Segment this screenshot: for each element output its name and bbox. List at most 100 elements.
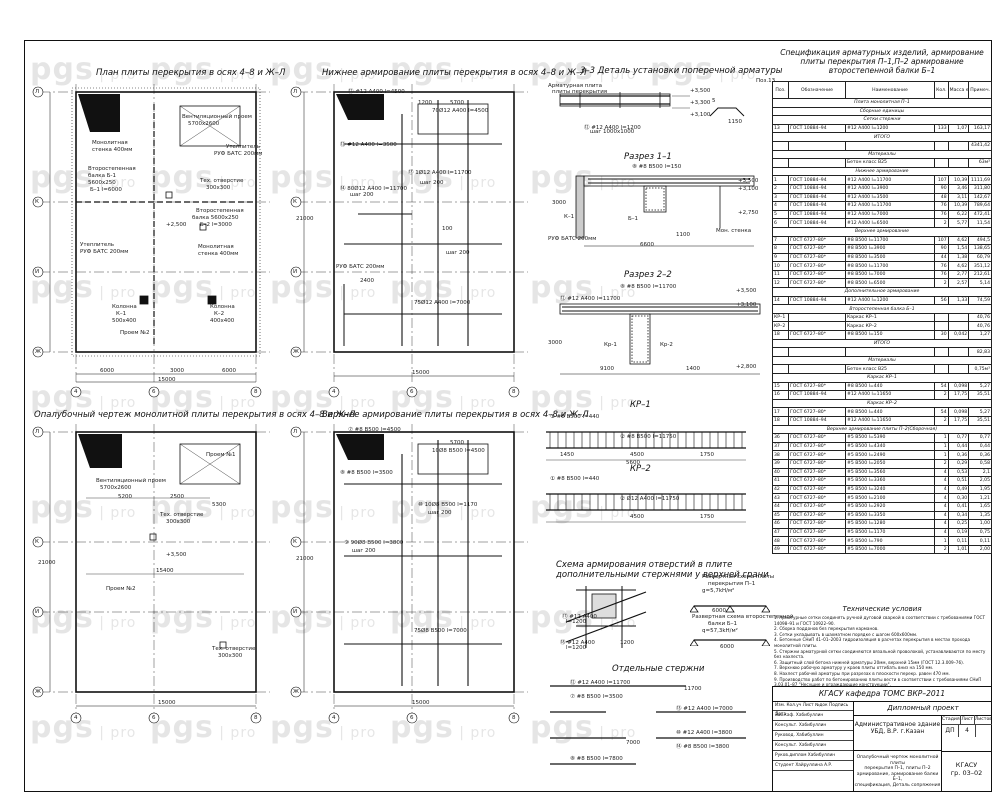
plan-slab-title: План плиты перекрытия в осях 4–8 и Ж–Л: [96, 68, 286, 78]
spec-cell: #8 В500 l=3500: [845, 252, 935, 263]
form-plan-drawing: [32, 424, 270, 724]
spec-cell: [787, 312, 847, 323]
spec-cell: #12 А400 l=7000: [845, 209, 935, 220]
dimension: 6000: [720, 644, 734, 650]
note: +2,500: [166, 222, 187, 228]
spec-cell: ГОСТ 6727–80*: [787, 269, 847, 280]
dimension: 2400: [360, 278, 374, 284]
spec-cell: ГОСТ 6727–80*: [787, 407, 847, 417]
dimension: 15000: [158, 700, 176, 706]
spec-cell: 54: [933, 381, 949, 392]
spec-cell: 789,64: [968, 201, 992, 211]
spec-cell: [933, 158, 949, 168]
section-11-drawing: [575, 175, 755, 247]
spec-cell: 0,11: [947, 536, 970, 546]
rebar-mark: шаг 200: [420, 180, 444, 186]
spec-cell: 18: [772, 415, 789, 426]
spec-cell: 1,54: [947, 244, 970, 254]
dimension: 6000: [712, 608, 726, 614]
spec-cell: 4: [933, 519, 949, 529]
desc-line: спецификация, Деталь сопряжения: [854, 782, 941, 788]
spec-cell: 1,38: [947, 252, 970, 263]
spec-cell: ГОСТ 6727–80*: [787, 536, 847, 546]
spec-cell: ГОСТ 6727–80*: [787, 330, 847, 340]
object-line: УБД, В.Р. г.Казан: [870, 728, 925, 735]
spec-cell: ГОСТ 6727–80*: [787, 252, 847, 263]
rebar-mark: ⑭ 80Ø12 А400 l=11700: [340, 186, 407, 192]
note: +3,100: [736, 302, 757, 308]
spec-cell: 0,44: [947, 441, 970, 452]
note: 500х400: [112, 318, 137, 324]
spec-cell: 0,49: [947, 484, 970, 495]
spec-cell: 142,67: [968, 192, 992, 203]
rebar-mark: ⑩ #12 А400 l=3800: [676, 730, 733, 736]
rebar-mark: шаг 200: [428, 510, 452, 516]
note: К–1: [116, 311, 127, 317]
dimension: 1200: [620, 640, 634, 646]
note: Арматурная плита: [548, 83, 603, 89]
spec-row: ИТОГО: [772, 338, 992, 349]
note: К–1: [564, 214, 575, 220]
spec-cell: 5: [772, 209, 789, 220]
spec-cell: Бетон класс В25: [845, 364, 935, 374]
note: 5600х250: [88, 180, 116, 186]
spec-cell: 44: [933, 252, 949, 263]
rebar-mark: 75Ø8 В500 l=7000: [414, 628, 467, 634]
rebar-mark: 75Ø12 А400 l=7000: [414, 300, 471, 306]
spec-cell: 4: [933, 501, 949, 512]
section-22-drawing: [559, 303, 761, 375]
spec-cell: Бетон класс В25: [845, 158, 935, 168]
title-block-role: Руков.диплом Хабибуллин: [773, 751, 853, 761]
spec-cell: 1,21: [968, 493, 992, 503]
spec-cell: 163,17: [968, 123, 992, 134]
dimension: 5700: [450, 100, 464, 106]
dimension: 3000: [548, 340, 562, 346]
spec-row: Каркас КР–1: [772, 373, 992, 383]
note: Тех. отверстие: [212, 646, 256, 652]
dimension: 21000: [296, 216, 314, 222]
title-block: КГАСУ кафедра ТОМС ВКР–2011 Изм. Кол.уч …: [772, 686, 992, 792]
note: балка 5600х250: [192, 215, 239, 221]
spec-cell: 0,51: [947, 476, 970, 486]
spec-cell: 90: [933, 183, 949, 194]
spec-cell: 15: [772, 381, 789, 392]
spec-cell: [947, 158, 970, 168]
spec-cell: ГОСТ 6727–80*: [787, 261, 847, 271]
spec-cell: [933, 347, 949, 357]
desc-line: Опалубочный чертеж монолитной плиты: [856, 755, 939, 766]
spec-cell: [772, 347, 789, 357]
dimension: 1750: [700, 452, 714, 458]
axis-label: Ж: [35, 349, 41, 355]
axis-label: 8: [512, 715, 516, 721]
note: Тех. отверстие: [200, 178, 244, 184]
spec-cell: 11: [772, 269, 789, 280]
spec-cell: 40: [772, 467, 789, 478]
spec-cell: 0,77: [947, 433, 970, 443]
spec-cell: 10,39: [947, 201, 970, 211]
spec-cell: #12 А400 l=6500: [845, 218, 935, 228]
axis-label: 6: [152, 715, 156, 721]
spec-section-heading: Дополнительное армирование: [772, 287, 992, 297]
spec-row: Нижнее армирование: [772, 166, 992, 177]
axis-label: К: [35, 539, 39, 545]
layout-scheme-title: перекрытия П–1: [708, 581, 756, 587]
spec-cell: 494,5: [968, 235, 992, 246]
spec-cell: #8 В500 l=11700: [845, 261, 935, 271]
spec-cell: [772, 158, 789, 168]
spec-cell: 41: [772, 476, 789, 486]
spec-row: Каркас КР–2: [772, 398, 992, 409]
spec-cell: #8 В500 l=11700: [845, 235, 935, 246]
holes-scheme-title: Схема армирования отверстий в плите: [556, 560, 733, 570]
rebar-mark: 70Ø12 А400 l=4500: [432, 108, 489, 114]
spec-section-heading: Сборные единицы: [772, 106, 992, 117]
axis-label: 6: [152, 389, 156, 395]
spec-cell: 0,75м³: [968, 364, 992, 374]
